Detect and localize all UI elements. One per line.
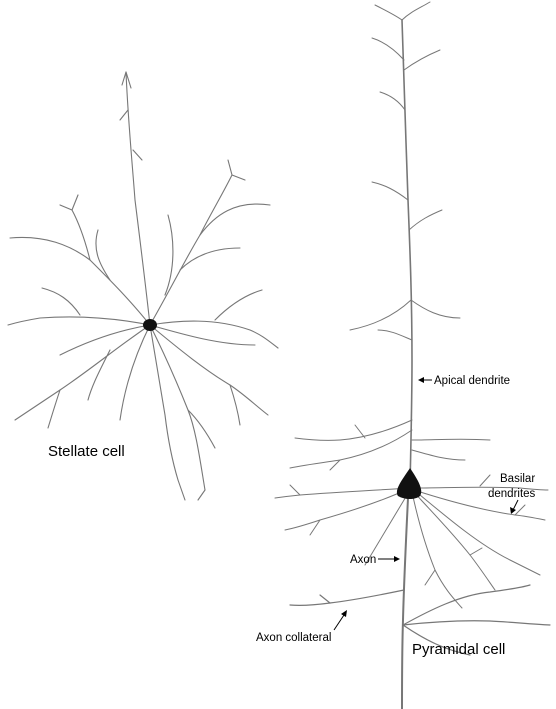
pyramidal-cell: Apical dendrite Basilar dendrites Axon A… — [256, 1, 551, 709]
basilar-dendrites-label-line2: dendrites — [488, 488, 536, 500]
apical-dendrite-label: Apical dendrite — [434, 375, 510, 387]
axon-collaterals — [289, 584, 551, 656]
pyramidal-soma — [396, 468, 422, 499]
pyramidal-cell-label: Pyramidal cell — [412, 641, 505, 658]
apical-dendrite-callout: Apical dendrite — [418, 375, 510, 387]
apical-branches — [289, 1, 491, 471]
stellate-dendrites — [7, 71, 279, 501]
axon-collateral-label: Axon collateral — [256, 632, 331, 644]
axon-collateral-callout: Axon collateral — [256, 610, 347, 644]
basilar-dendrites-label-line1: Basilar — [500, 473, 535, 485]
stellate-soma — [143, 319, 157, 331]
stellate-cell: Stellate cell — [7, 71, 279, 501]
axon — [401, 497, 409, 709]
axon-callout: Axon — [350, 554, 400, 566]
axon-label: Axon — [350, 554, 376, 566]
stellate-cell-label: Stellate cell — [48, 443, 125, 460]
apical-dendrite — [401, 19, 413, 486]
basilar-dendrites-callout: Basilar dendrites — [488, 473, 536, 514]
